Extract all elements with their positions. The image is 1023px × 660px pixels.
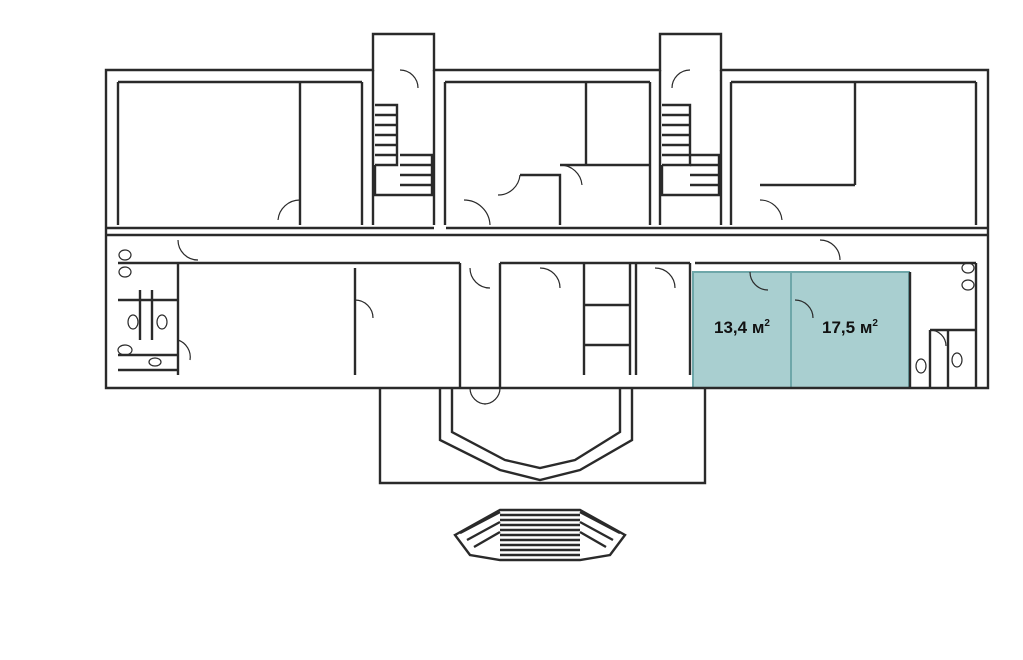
unit-13-4-area-label: 13,4 м2 bbox=[714, 318, 770, 337]
doors bbox=[177, 69, 947, 405]
walls bbox=[104, 32, 990, 562]
toilet-icon bbox=[117, 314, 963, 374]
unit-13-4-highlight[interactable] bbox=[692, 271, 792, 389]
windows bbox=[105, 69, 989, 389]
unit-17-5-highlight[interactable] bbox=[790, 271, 910, 389]
unit-17-5-area-label: 17,5 м2 bbox=[822, 318, 878, 337]
sink-icon bbox=[118, 249, 975, 367]
